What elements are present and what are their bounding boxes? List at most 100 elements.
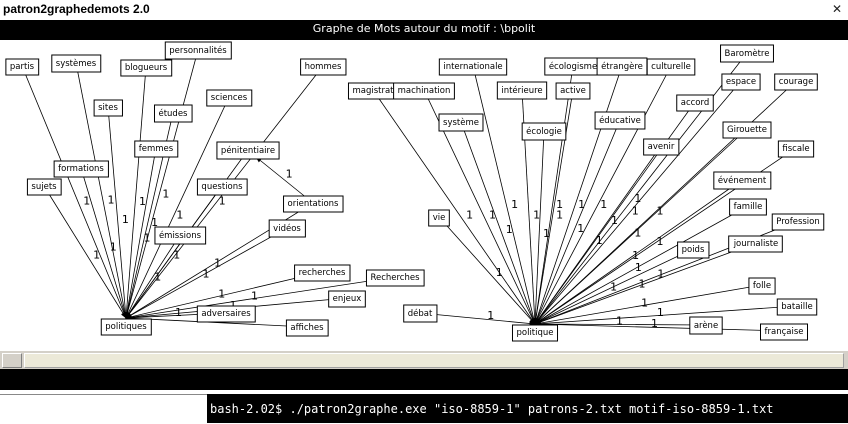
graph-node[interactable]: vidéos (273, 223, 301, 234)
graph-node-box[interactable] (93, 99, 123, 117)
hub-node-politiques-box[interactable] (100, 318, 152, 336)
graph-node-box[interactable] (120, 59, 173, 77)
graph-node[interactable]: internationale (443, 62, 502, 72)
graph-node[interactable]: hommes (305, 62, 342, 72)
graph-node-box[interactable] (206, 89, 253, 107)
graph-node[interactable]: blogueurs (125, 63, 168, 73)
graph-node-box[interactable] (689, 316, 723, 335)
graph-node-box[interactable] (26, 178, 62, 196)
graph-node-box[interactable] (722, 121, 772, 139)
graph-node[interactable]: événement (718, 175, 767, 186)
graph-node[interactable]: personnalités (169, 45, 227, 56)
graph-node-box[interactable] (594, 111, 646, 130)
graph-node-box[interactable] (53, 160, 109, 178)
graph-node[interactable]: active (560, 86, 586, 96)
graph-node[interactable]: bataille (781, 302, 812, 312)
graph-node[interactable]: systèmes (56, 58, 97, 69)
graph-node-box[interactable] (713, 171, 772, 190)
graph-node[interactable]: affiches (290, 323, 324, 333)
graph-node-box[interactable] (676, 94, 714, 112)
graph-node-box[interactable] (777, 140, 815, 158)
graph-node[interactable]: courage (779, 77, 814, 87)
graph-node[interactable]: française (765, 327, 804, 337)
graph-node-box[interactable] (760, 323, 808, 341)
graph-node-box[interactable] (393, 82, 455, 100)
graph-node[interactable]: culturelle (651, 62, 691, 72)
graph-node-box[interactable] (555, 82, 591, 100)
graph-node[interactable]: Profession (776, 217, 820, 227)
hub-node-politiques[interactable]: politiques (105, 322, 147, 332)
graph-node-box[interactable] (438, 113, 484, 132)
graph-node-box[interactable] (196, 178, 248, 196)
graph-node-box[interactable] (134, 140, 179, 158)
graph-node[interactable]: partis (10, 62, 35, 72)
graph-node-box[interactable] (428, 209, 450, 227)
graph-node[interactable]: arène (694, 320, 718, 331)
graph-node[interactable]: sites (98, 103, 118, 113)
graph-node[interactable]: Recherches (370, 273, 420, 283)
graph-node-box[interactable] (365, 269, 425, 287)
graph-node-box[interactable] (196, 305, 256, 323)
graph-node-box[interactable] (721, 73, 761, 91)
scroll-left-button[interactable] (2, 353, 22, 368)
graph-node[interactable]: sciences (211, 93, 248, 103)
graph-node[interactable]: débat (408, 308, 433, 319)
graph-node-box[interactable] (164, 41, 232, 60)
graph-node[interactable]: Baromètre (725, 48, 770, 59)
graph-node[interactable]: accord (681, 98, 710, 108)
graph-node-box[interactable] (294, 264, 351, 282)
graph-node[interactable]: recherches (299, 268, 346, 278)
graph-node-box[interactable] (521, 122, 567, 141)
graph-node[interactable]: sujets (31, 182, 57, 192)
close-icon[interactable]: ✕ (831, 2, 843, 16)
hub-node-politique[interactable]: politique (516, 328, 553, 338)
graph-node-box[interactable] (677, 241, 710, 259)
graph-node[interactable]: éducative (599, 115, 641, 126)
horizontal-scrollbar[interactable] (0, 350, 848, 369)
graph-node-box[interactable] (748, 277, 776, 295)
graph-node[interactable]: fiscale (782, 144, 809, 154)
graph-node[interactable]: machination (398, 86, 451, 96)
graph-node-box[interactable] (153, 104, 193, 123)
graph-node-box[interactable] (776, 298, 818, 316)
graph-node-box[interactable] (646, 58, 696, 76)
graph-node[interactable]: écologisme (549, 61, 597, 72)
graph-node-box[interactable] (216, 141, 280, 160)
graph-node-box[interactable] (283, 195, 344, 213)
graph-node[interactable]: poids (682, 245, 705, 255)
hub-node-politique-box[interactable] (511, 324, 559, 342)
graph-node[interactable]: folle (753, 281, 771, 291)
graph-node[interactable]: écologie (526, 126, 562, 137)
graph-node-box[interactable] (403, 304, 438, 323)
graph-node[interactable]: femmes (139, 144, 174, 154)
graph-node[interactable]: Girouette (727, 125, 767, 135)
graph-node[interactable]: questions (201, 182, 243, 192)
graph-node-box[interactable] (5, 58, 40, 76)
scrollbar-thumb[interactable] (24, 353, 844, 368)
graph-node[interactable]: vie (433, 213, 446, 223)
graph-node-box[interactable] (268, 219, 306, 238)
graph-node[interactable]: émissions (159, 230, 202, 241)
graph-node[interactable]: magistrat (352, 86, 394, 96)
graph-node-box[interactable] (720, 44, 774, 63)
graph-node[interactable]: avenir (648, 142, 675, 152)
graph-node-box[interactable] (300, 58, 347, 76)
graph-node-box[interactable] (728, 235, 783, 253)
graph-node[interactable]: formations (58, 164, 104, 174)
graph-node[interactable]: intérieure (501, 85, 542, 96)
graph-node-box[interactable] (729, 198, 767, 216)
terminal-window[interactable]: bash-2.02$ ./patron2graphe.exe "iso-8859… (207, 394, 848, 423)
graph-node[interactable]: adversaires (201, 309, 251, 319)
graph-node[interactable]: études (158, 108, 188, 119)
graph-node-box[interactable] (154, 226, 207, 245)
graph-node[interactable]: orientations (288, 199, 339, 209)
graph-node-box[interactable] (643, 138, 680, 156)
graph-node[interactable]: enjeux (333, 294, 362, 304)
graph-node-box[interactable] (285, 319, 329, 337)
graph-node[interactable]: famille (734, 202, 763, 212)
graph-node[interactable]: journaliste (733, 239, 779, 249)
graph-node-box[interactable] (771, 213, 825, 231)
graph-node-box[interactable] (51, 54, 102, 73)
